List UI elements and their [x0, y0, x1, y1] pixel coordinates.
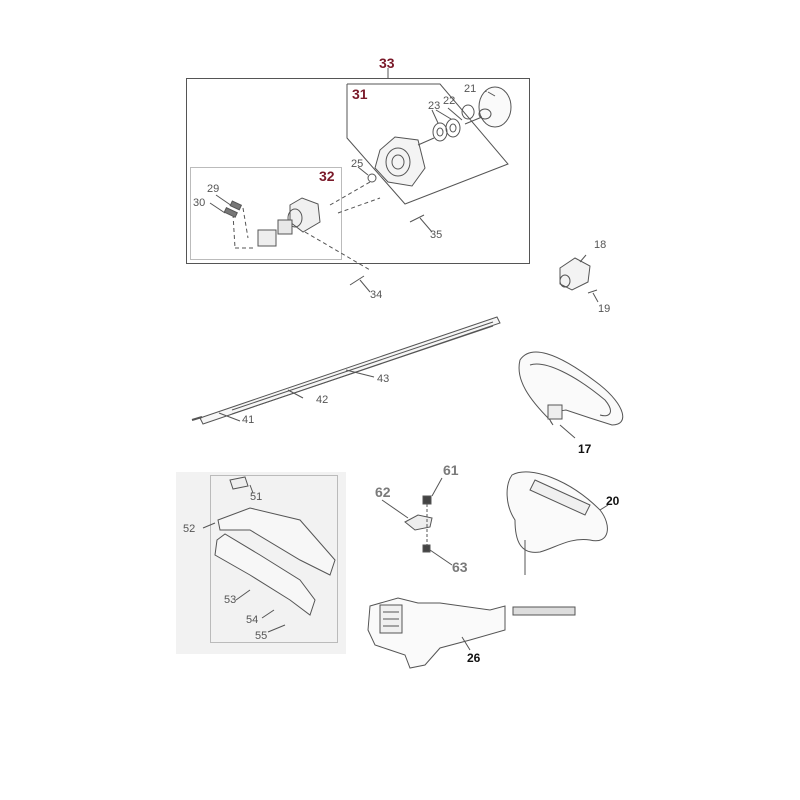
- label-group-32: 32: [319, 168, 335, 184]
- label-part-41: 41: [242, 414, 255, 426]
- label-part-51: 51: [250, 491, 263, 503]
- label-part-35: 35: [430, 229, 443, 241]
- label-part-25: 25: [351, 158, 364, 170]
- label-part-61: 61: [443, 462, 459, 478]
- label-part-42: 42: [316, 394, 329, 406]
- label-part-55: 55: [255, 630, 268, 642]
- guard-group-box: [210, 475, 338, 643]
- label-part-63: 63: [452, 559, 468, 575]
- label-group-31: 31: [352, 86, 368, 102]
- label-part-21: 21: [464, 83, 477, 95]
- label-part-34: 34: [370, 289, 383, 301]
- label-part-62: 62: [375, 484, 391, 500]
- label-part-23: 23: [428, 100, 441, 112]
- group-33-box: [186, 78, 530, 264]
- label-part-18: 18: [594, 239, 607, 251]
- label-part-30: 30: [193, 197, 206, 209]
- label-part-52: 52: [183, 523, 196, 535]
- label-part-20: 20: [606, 494, 620, 508]
- label-part-29: 29: [207, 183, 220, 195]
- label-part-22: 22: [443, 95, 456, 107]
- label-part-19: 19: [598, 303, 611, 315]
- label-part-53: 53: [224, 594, 237, 606]
- label-group-33: 33: [379, 55, 395, 71]
- label-part-43: 43: [377, 373, 390, 385]
- label-part-26: 26: [467, 651, 481, 665]
- group-32-box: [190, 167, 342, 260]
- label-part-54: 54: [246, 614, 259, 626]
- label-part-17: 17: [578, 442, 592, 456]
